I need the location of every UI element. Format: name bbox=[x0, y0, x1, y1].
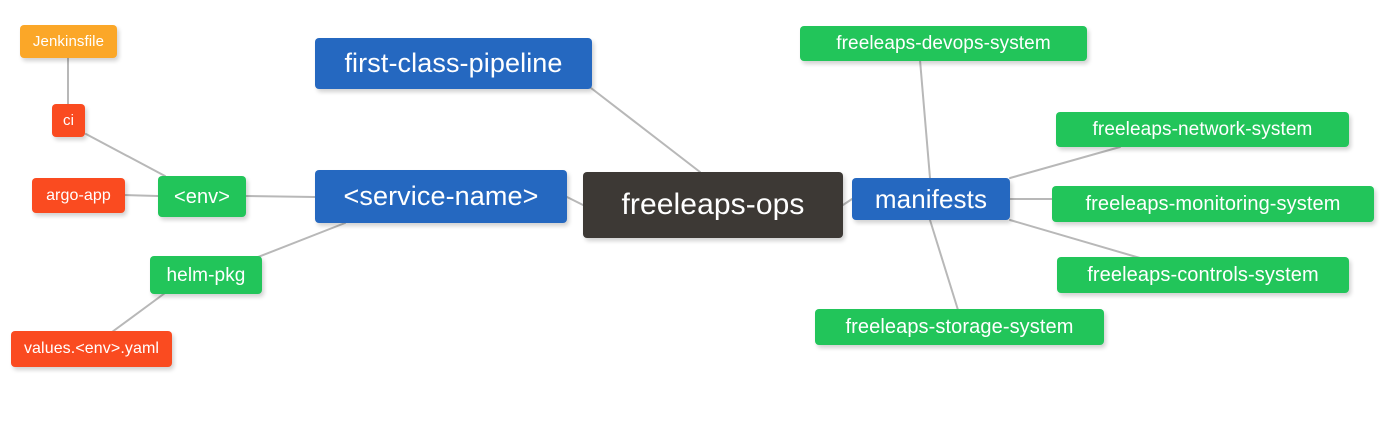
node-values-yaml[interactable]: values.<env>.yaml bbox=[11, 331, 172, 367]
edge-service-name-helm-pkg bbox=[252, 222, 346, 260]
node-freeleaps-devops-system-label: freeleaps-devops-system bbox=[836, 33, 1051, 54]
node-freeleaps-network-system[interactable]: freeleaps-network-system bbox=[1056, 112, 1349, 147]
node-freeleaps-monitoring-system-label: freeleaps-monitoring-system bbox=[1085, 193, 1341, 215]
node-freeleaps-storage-system[interactable]: freeleaps-storage-system bbox=[815, 309, 1104, 345]
node-ci[interactable]: ci bbox=[52, 104, 85, 137]
edge-service-name-env bbox=[244, 195, 316, 198]
node-values-yaml-label: values.<env>.yaml bbox=[23, 340, 160, 357]
node-manifests-label: manifests bbox=[874, 184, 988, 214]
node-helm-pkg-label: helm-pkg bbox=[166, 264, 246, 286]
node-root-freeleaps-ops[interactable]: freeleaps-ops bbox=[583, 172, 843, 238]
edge-manifests-controls-system bbox=[1009, 219, 1141, 259]
node-argo-app-label: argo-app bbox=[46, 186, 111, 204]
node-first-class-pipeline-label: first-class-pipeline bbox=[344, 48, 563, 78]
node-freeleaps-storage-system-label: freeleaps-storage-system bbox=[845, 316, 1074, 338]
edge-manifests-storage-system bbox=[929, 219, 959, 311]
node-helm-pkg[interactable]: helm-pkg bbox=[150, 256, 262, 294]
edge-manifests-devops-system bbox=[919, 59, 931, 179]
node-freeleaps-devops-system[interactable]: freeleaps-devops-system bbox=[800, 26, 1087, 61]
node-env-label: <env> bbox=[173, 185, 231, 208]
node-first-class-pipeline[interactable]: first-class-pipeline bbox=[315, 38, 592, 89]
node-jenkinsfile-label: Jenkinsfile bbox=[32, 33, 105, 50]
node-service-name[interactable]: <service-name> bbox=[315, 170, 567, 223]
node-ci-label: ci bbox=[62, 112, 75, 129]
edge-root-first-class-pipeline bbox=[590, 87, 701, 173]
edge-helm-pkg-values-yaml bbox=[111, 292, 166, 333]
node-service-name-label: <service-name> bbox=[343, 181, 539, 211]
edge-root-service-name bbox=[566, 196, 584, 206]
node-freeleaps-controls-system-label: freeleaps-controls-system bbox=[1087, 264, 1319, 286]
node-env[interactable]: <env> bbox=[158, 176, 246, 217]
node-argo-app[interactable]: argo-app bbox=[32, 178, 125, 213]
edge-manifests-network-system bbox=[1009, 146, 1121, 179]
node-manifests[interactable]: manifests bbox=[852, 178, 1010, 220]
node-freeleaps-monitoring-system[interactable]: freeleaps-monitoring-system bbox=[1052, 186, 1374, 222]
node-freeleaps-network-system-label: freeleaps-network-system bbox=[1092, 119, 1313, 140]
edge-env-argo-app bbox=[123, 194, 159, 197]
node-freeleaps-controls-system[interactable]: freeleaps-controls-system bbox=[1057, 257, 1349, 293]
node-root-label: freeleaps-ops bbox=[621, 188, 805, 221]
edge-env-ci bbox=[85, 133, 166, 177]
edge-root-manifests bbox=[842, 198, 853, 206]
node-jenkinsfile[interactable]: Jenkinsfile bbox=[20, 25, 117, 58]
